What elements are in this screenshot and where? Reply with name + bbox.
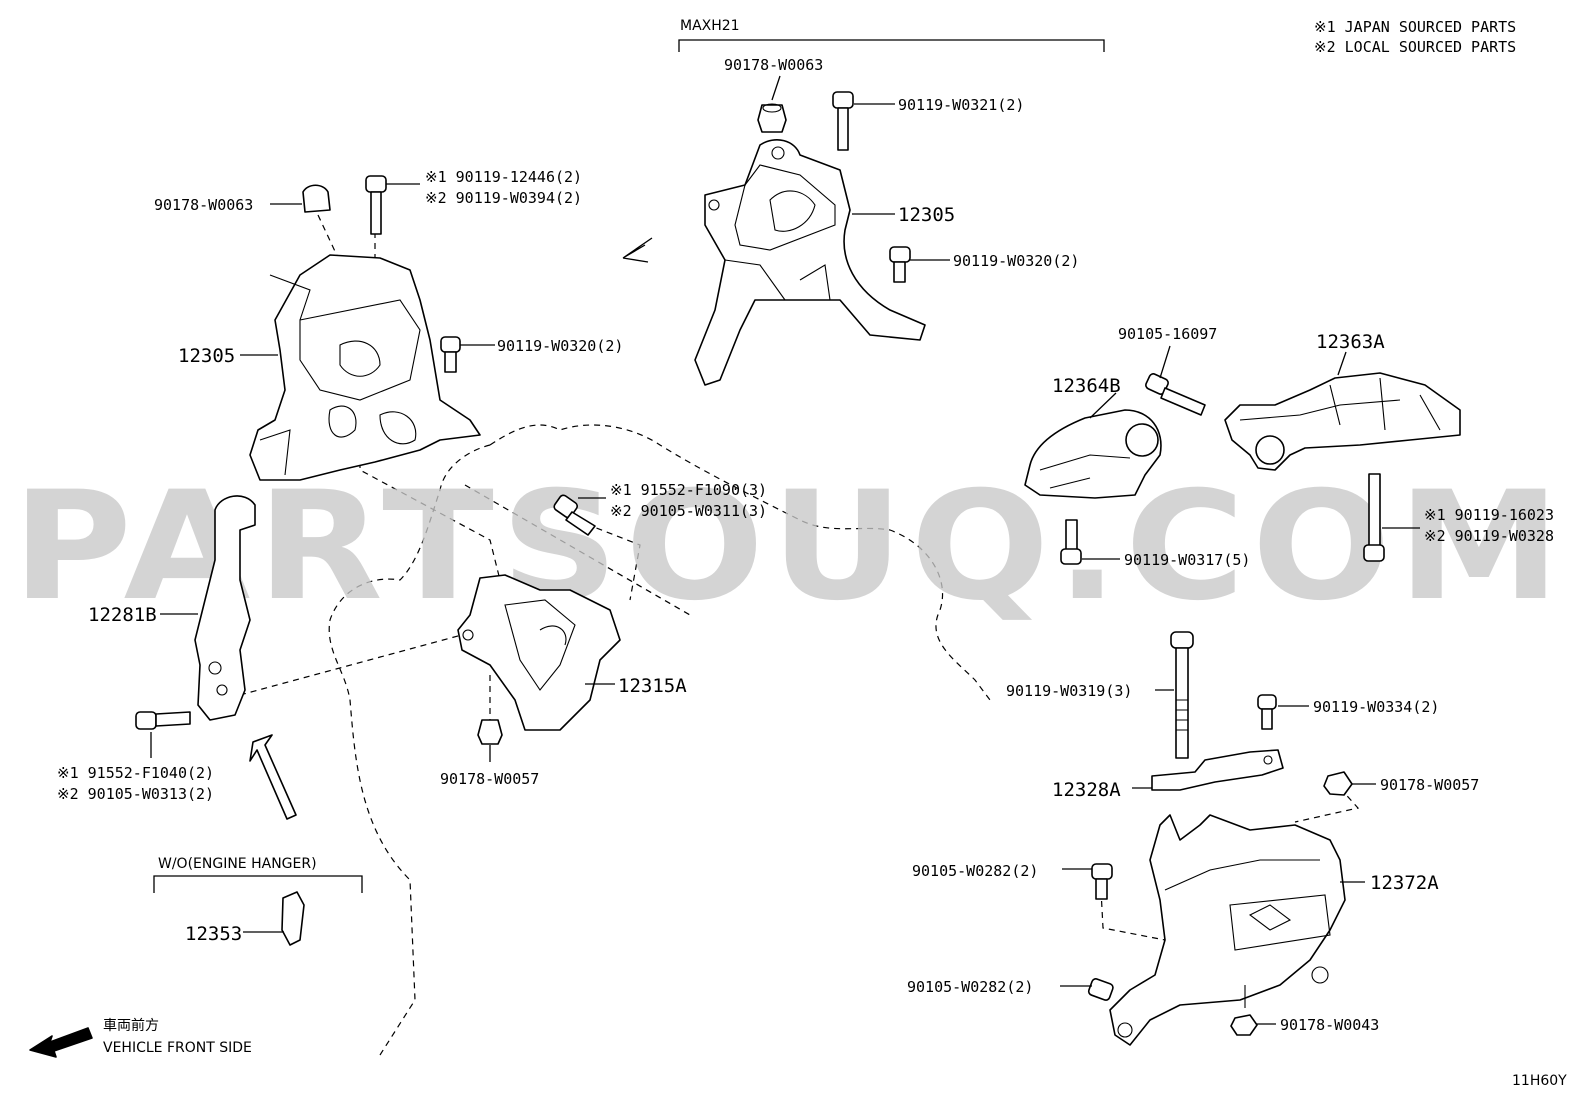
- mount-plate: [1151, 749, 1284, 791]
- guide-hanger-bolt: [575, 519, 641, 601]
- callout-rear-rod: 12363A: [1316, 331, 1385, 353]
- callout-rear-bolt-2: 90119-W0317(5): [1124, 551, 1250, 569]
- legend-local: ※2 LOCAL SOURCED PARTS: [1314, 38, 1516, 56]
- lower-bolt: [1091, 863, 1113, 900]
- callout-lower-bolt: 90105-W0282(2): [912, 862, 1038, 880]
- hanger-bolt: [553, 494, 596, 536]
- callout-stud: 90119-W0319(3): [1006, 682, 1132, 700]
- leader-lines: [150, 75, 1420, 1025]
- callout-plate: 12328A: [1052, 779, 1121, 801]
- callout-left-bolt-local: ※2 90119-W0394(2): [425, 189, 582, 207]
- callout-plate-nut: 90178-W0057: [1380, 776, 1479, 794]
- callout-left-bolt-japan: ※1 90119-12446(2): [425, 168, 582, 186]
- variant-wo-hanger-bracket: [153, 875, 363, 893]
- top-bolt-2: [889, 246, 911, 283]
- engine-hanger: [194, 495, 256, 721]
- callout-rear-bracket: 12364B: [1052, 375, 1121, 397]
- callout-left-mount: 12305: [178, 345, 235, 367]
- callout-left-nut: 90178-W0063: [154, 196, 253, 214]
- stud-bolt: [1170, 631, 1194, 759]
- plate-nut: [1323, 771, 1353, 796]
- rear-mount-bracket: [1024, 409, 1162, 499]
- callout-rear-bolt-3-japan: ※1 90119-16023: [1424, 506, 1554, 524]
- left-bolt: [365, 175, 387, 235]
- callout-cover: 12353: [185, 923, 242, 945]
- front-direction-japanese: 車両前方: [103, 1017, 159, 1034]
- engine-cover: [281, 891, 305, 946]
- left-bolt-2: [440, 336, 461, 373]
- engine-bracket: [457, 574, 621, 731]
- callout-hanger-bolt-japan: ※1 91552-F1090(3): [610, 481, 767, 499]
- callout-hanger: 12281B: [88, 604, 157, 626]
- rear-torque-rod: [1224, 372, 1461, 471]
- guide-lower-bolt: [1100, 889, 1166, 941]
- callout-bracket-nut: 90178-W0057: [440, 770, 539, 788]
- top-bolt: [832, 91, 854, 151]
- callout-lower-mount: 12372A: [1370, 872, 1439, 894]
- direction-arrow-small: [622, 237, 653, 263]
- front-direction-english: VEHICLE FRONT SIDE: [103, 1040, 252, 1056]
- callout-lower-nut: 90178-W0043: [1280, 1016, 1379, 1034]
- callout-top-mount: 12305: [898, 204, 955, 226]
- variant-wo-hanger-label: W/O(ENGINE HANGER): [158, 856, 317, 872]
- variant-maxh21-label: MAXH21: [680, 18, 740, 34]
- callout-rear-bolt: 90105-16097: [1118, 325, 1217, 343]
- callout-top-bolt-2: 90119-W0320(2): [953, 252, 1079, 270]
- variant-maxh21-bracket: [678, 39, 1105, 52]
- rear-bolt: [1145, 373, 1206, 416]
- guide-lower-nut: [1294, 787, 1360, 823]
- callout-rear-bolt-3-local: ※2 90119-W0328: [1424, 527, 1554, 545]
- front-direction-arrow: [29, 1027, 93, 1058]
- lower-bolt-2: [1087, 978, 1114, 1001]
- guide-hanger: [239, 629, 481, 696]
- rear-bolt-3: [1363, 473, 1385, 562]
- small-bolt: [1257, 694, 1277, 730]
- left-nut: [302, 184, 331, 213]
- legend-japan: ※1 JAPAN SOURCED PARTS: [1314, 18, 1516, 36]
- callout-small-bolt: 90119-W0334(2): [1313, 698, 1439, 716]
- hanger-bolt-2: [135, 711, 191, 730]
- callout-lower-bolt-2: 90105-W0282(2): [907, 978, 1033, 996]
- callout-bracket: 12315A: [618, 675, 687, 697]
- lower-engine-mount: [1109, 814, 1346, 1046]
- callout-hanger-bolt-2-local: ※2 90105-W0313(2): [57, 785, 214, 803]
- guide-left-nut: [317, 214, 341, 263]
- callout-left-bolt-2: 90119-W0320(2): [497, 337, 623, 355]
- direction-arrow-large: [249, 734, 297, 820]
- callout-hanger-bolt-2-japan: ※1 91552-F1040(2): [57, 764, 214, 782]
- left-engine-mount: [249, 254, 481, 481]
- diagram-code: 11H60Y: [1512, 1073, 1567, 1089]
- callout-top-nut: 90178-W0063: [724, 56, 823, 74]
- callout-top-bolt: 90119-W0321(2): [898, 96, 1024, 114]
- engine-outline: [328, 424, 991, 1056]
- rear-bolt-2: [1060, 519, 1082, 565]
- top-engine-mount: [694, 139, 926, 386]
- top-nut: [757, 103, 787, 133]
- watermark: PARTSOUQ.COM: [12, 460, 1567, 634]
- callout-hanger-bolt-local: ※2 90105-W0311(3): [610, 502, 767, 520]
- lower-nut: [1230, 1014, 1258, 1036]
- bracket-nut: [477, 719, 503, 745]
